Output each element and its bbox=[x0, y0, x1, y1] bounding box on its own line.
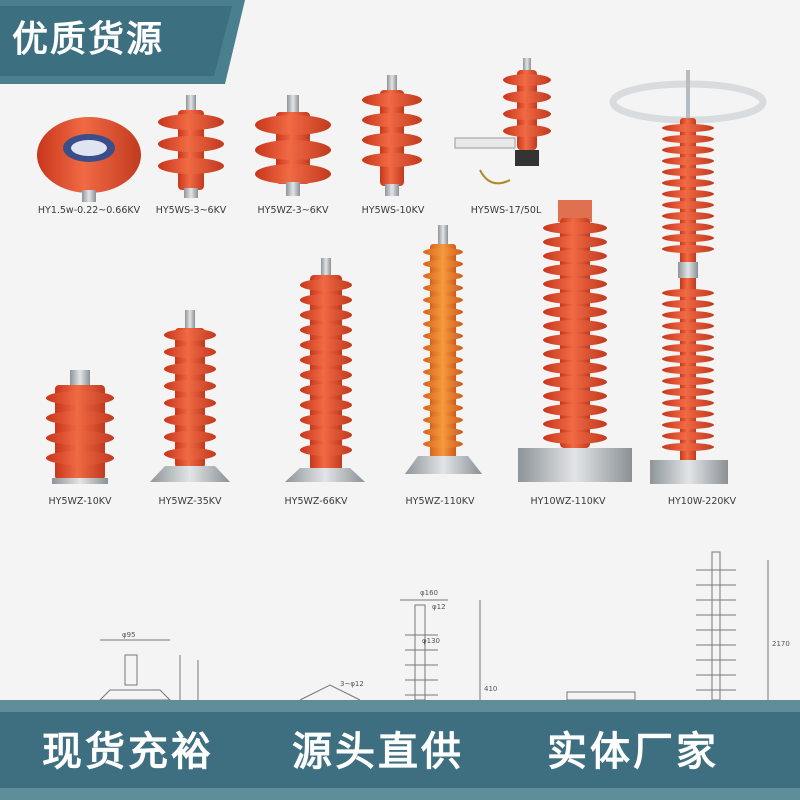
shed bbox=[662, 410, 714, 418]
arrester-hy1-5w bbox=[37, 117, 141, 202]
product-label: HY5WZ-10KV bbox=[48, 496, 112, 507]
shed bbox=[662, 300, 714, 308]
footer-slogan-3: 实体厂家 bbox=[547, 729, 719, 775]
arrester-hy5ws-17-50l bbox=[454, 58, 551, 185]
footer-band bbox=[0, 700, 800, 800]
shed bbox=[662, 421, 714, 429]
dimension-label: φ160 bbox=[420, 589, 438, 597]
shed bbox=[662, 168, 714, 176]
badge-background bbox=[0, 0, 245, 84]
product-label: HY5WS-17/50L bbox=[470, 205, 542, 216]
shed bbox=[662, 289, 714, 297]
shed bbox=[662, 245, 714, 253]
shed bbox=[662, 311, 714, 319]
dimension-label: 3~φ12 bbox=[340, 680, 364, 688]
shed bbox=[662, 344, 714, 352]
arrester-hy10wz-110kv bbox=[518, 200, 632, 482]
shed bbox=[662, 432, 714, 440]
product-label: HY5WZ-35KV bbox=[158, 496, 222, 507]
footer-slogan-2: 源头直供 bbox=[292, 729, 464, 775]
shed bbox=[662, 190, 714, 198]
product-label: HY5WZ-3~6KV bbox=[257, 205, 329, 216]
dimension-label: 2170 bbox=[772, 640, 790, 648]
dimension-label: φ130 bbox=[422, 637, 440, 645]
dimension-label: φ12 bbox=[432, 603, 446, 611]
shed bbox=[662, 212, 714, 220]
footer-slogan-1: 现货充裕 bbox=[42, 729, 214, 775]
dimension-label: 410 bbox=[484, 685, 498, 693]
arrester-hy5wz-3-6kv bbox=[255, 95, 331, 196]
product-label: HY10W-220KV bbox=[667, 496, 737, 507]
shed bbox=[662, 234, 714, 242]
product-label: HY5WZ-110KV bbox=[405, 496, 475, 507]
shed bbox=[662, 157, 714, 165]
footer-inner bbox=[0, 712, 800, 788]
arrester-hy5ws-10kv bbox=[362, 75, 422, 196]
arrester-hy5wz-66kv bbox=[285, 258, 365, 482]
product-label: HY1.5w-0.22~0.66KV bbox=[37, 205, 141, 216]
shed bbox=[662, 443, 714, 451]
shed bbox=[662, 366, 714, 374]
product-label: HY5WS-3~6KV bbox=[155, 205, 227, 216]
product-label: HY5WS-10KV bbox=[361, 205, 425, 216]
shed bbox=[662, 223, 714, 231]
shed bbox=[662, 135, 714, 143]
shed bbox=[662, 124, 714, 132]
shed bbox=[662, 322, 714, 330]
shed bbox=[662, 146, 714, 154]
arrester-hy10w-220kv bbox=[609, 70, 767, 484]
arrester-hy5wz-110kv bbox=[405, 225, 482, 474]
arrester-hy5wz-35kv bbox=[150, 310, 230, 482]
technical-drawings bbox=[98, 551, 769, 701]
product-label: HY10WZ-110KV bbox=[530, 496, 606, 507]
shed bbox=[662, 355, 714, 363]
shed bbox=[662, 399, 714, 407]
arrester-hy5wz-10kv bbox=[46, 370, 114, 484]
shed bbox=[662, 201, 714, 209]
arrester-hy5ws-3-6kv bbox=[158, 95, 224, 198]
shed bbox=[662, 377, 714, 385]
product-label: HY5WZ-66KV bbox=[284, 496, 348, 507]
shed bbox=[662, 179, 714, 187]
shed bbox=[662, 333, 714, 341]
shed bbox=[662, 388, 714, 396]
dimension-label: φ95 bbox=[122, 631, 136, 639]
badge-title: 优质货源 bbox=[12, 19, 165, 60]
